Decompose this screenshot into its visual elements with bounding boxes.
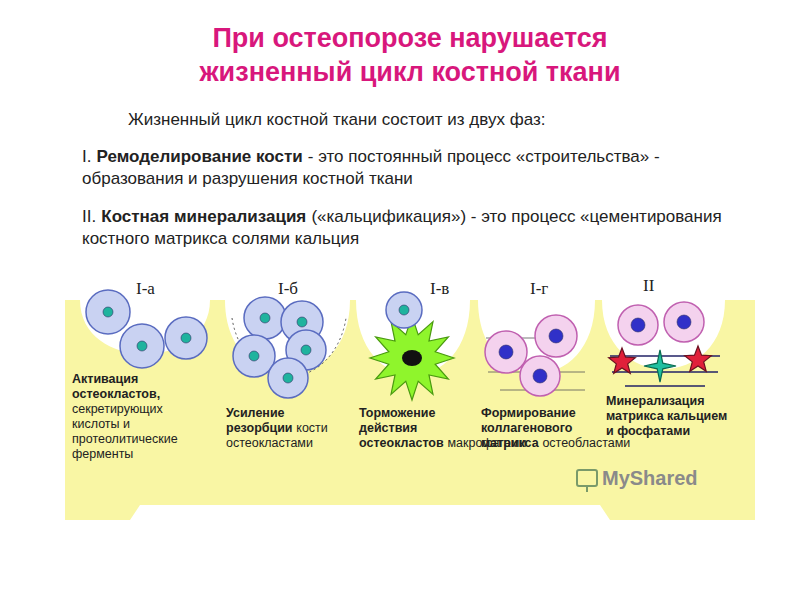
bone-ground <box>65 300 755 520</box>
text: I-а <box>136 279 155 298</box>
bold-text: Торможение действия остеокластов <box>359 406 444 450</box>
cell <box>165 317 207 359</box>
text: остеобластами <box>542 436 630 450</box>
cell-nucleus <box>260 313 270 323</box>
calcium-crystal <box>685 346 712 371</box>
cell-nucleus <box>677 315 691 329</box>
watermark-icon <box>586 486 588 492</box>
cell <box>618 305 658 345</box>
cell-drawings <box>86 290 720 492</box>
cell-nucleus <box>549 329 563 343</box>
cell-nucleus <box>399 305 409 315</box>
phase-text: II.Костная минерализация(«кальцификация»… <box>82 206 742 250</box>
cell-nucleus <box>181 333 191 343</box>
watermark: MyShared <box>602 466 742 490</box>
stage-caption: Усиление резорбциикости остеокластами <box>226 406 351 451</box>
bold-text: Усиление резорбции <box>226 406 293 435</box>
subtitle: Жизненный цикл костной ткани состоит из … <box>128 110 748 130</box>
cell <box>244 297 286 339</box>
stage-number: I-г <box>530 279 580 299</box>
cell <box>120 324 164 368</box>
cell-nucleus <box>249 351 259 361</box>
text: секретирующих кислоты и протеолитические… <box>72 402 178 461</box>
cell <box>535 315 577 357</box>
stage-caption: Минерализация матрикса кальцием и фосфат… <box>606 394 731 439</box>
cell <box>664 302 704 342</box>
stage-caption: Формирование коллагенового матриксаостео… <box>481 406 599 451</box>
cell-nucleus <box>103 307 113 317</box>
macrophage <box>370 316 454 400</box>
cell-nucleus <box>533 369 547 383</box>
title: При остеопорозе нарушается жизненный цик… <box>150 22 670 90</box>
text: I. <box>82 147 91 166</box>
cell <box>386 292 422 328</box>
stage-number: I-а <box>136 279 186 299</box>
collagen-fiber <box>625 385 705 386</box>
phosphate-crystal <box>644 350 676 382</box>
cell <box>520 356 560 396</box>
text: II <box>643 276 654 295</box>
bold-text: MyShared <box>602 467 698 489</box>
text: I-г <box>530 279 548 298</box>
stage-number: I-б <box>278 279 328 299</box>
phase-text: I.Ремоделирование кости- это постоянный … <box>82 146 742 190</box>
text: Жизненный цикл костной ткани состоит из … <box>128 110 545 129</box>
cell <box>268 358 308 398</box>
cell-nucleus <box>301 345 311 355</box>
stage-number: II <box>643 276 693 296</box>
text: I-в <box>430 279 449 298</box>
cell <box>86 290 130 334</box>
watermark-icon <box>577 470 597 486</box>
text: II. <box>82 207 96 226</box>
cell-nucleus <box>631 318 645 332</box>
cell-nucleus <box>297 317 307 327</box>
stage-number: I-в <box>430 279 480 299</box>
cell-nucleus <box>137 341 147 351</box>
stage-caption: Торможение действия остеокластовмакрофаг… <box>359 406 477 451</box>
cell <box>485 331 527 373</box>
cell-nucleus <box>283 373 293 383</box>
stage-caption: Активация остеокластов,секретирующих кис… <box>72 372 212 462</box>
bold-text: Костная минерализация <box>101 207 306 226</box>
cell-nucleus <box>499 345 513 359</box>
macrophage-nucleus <box>402 350 422 366</box>
bold-text: Ремоделирование кости <box>97 147 303 166</box>
bold-text: Минерализация матрикса кальцием и фосфат… <box>606 394 727 438</box>
bold-text: Активация остеокластов, <box>72 372 212 402</box>
text: I-б <box>278 279 298 298</box>
calcium-crystal <box>609 348 636 373</box>
